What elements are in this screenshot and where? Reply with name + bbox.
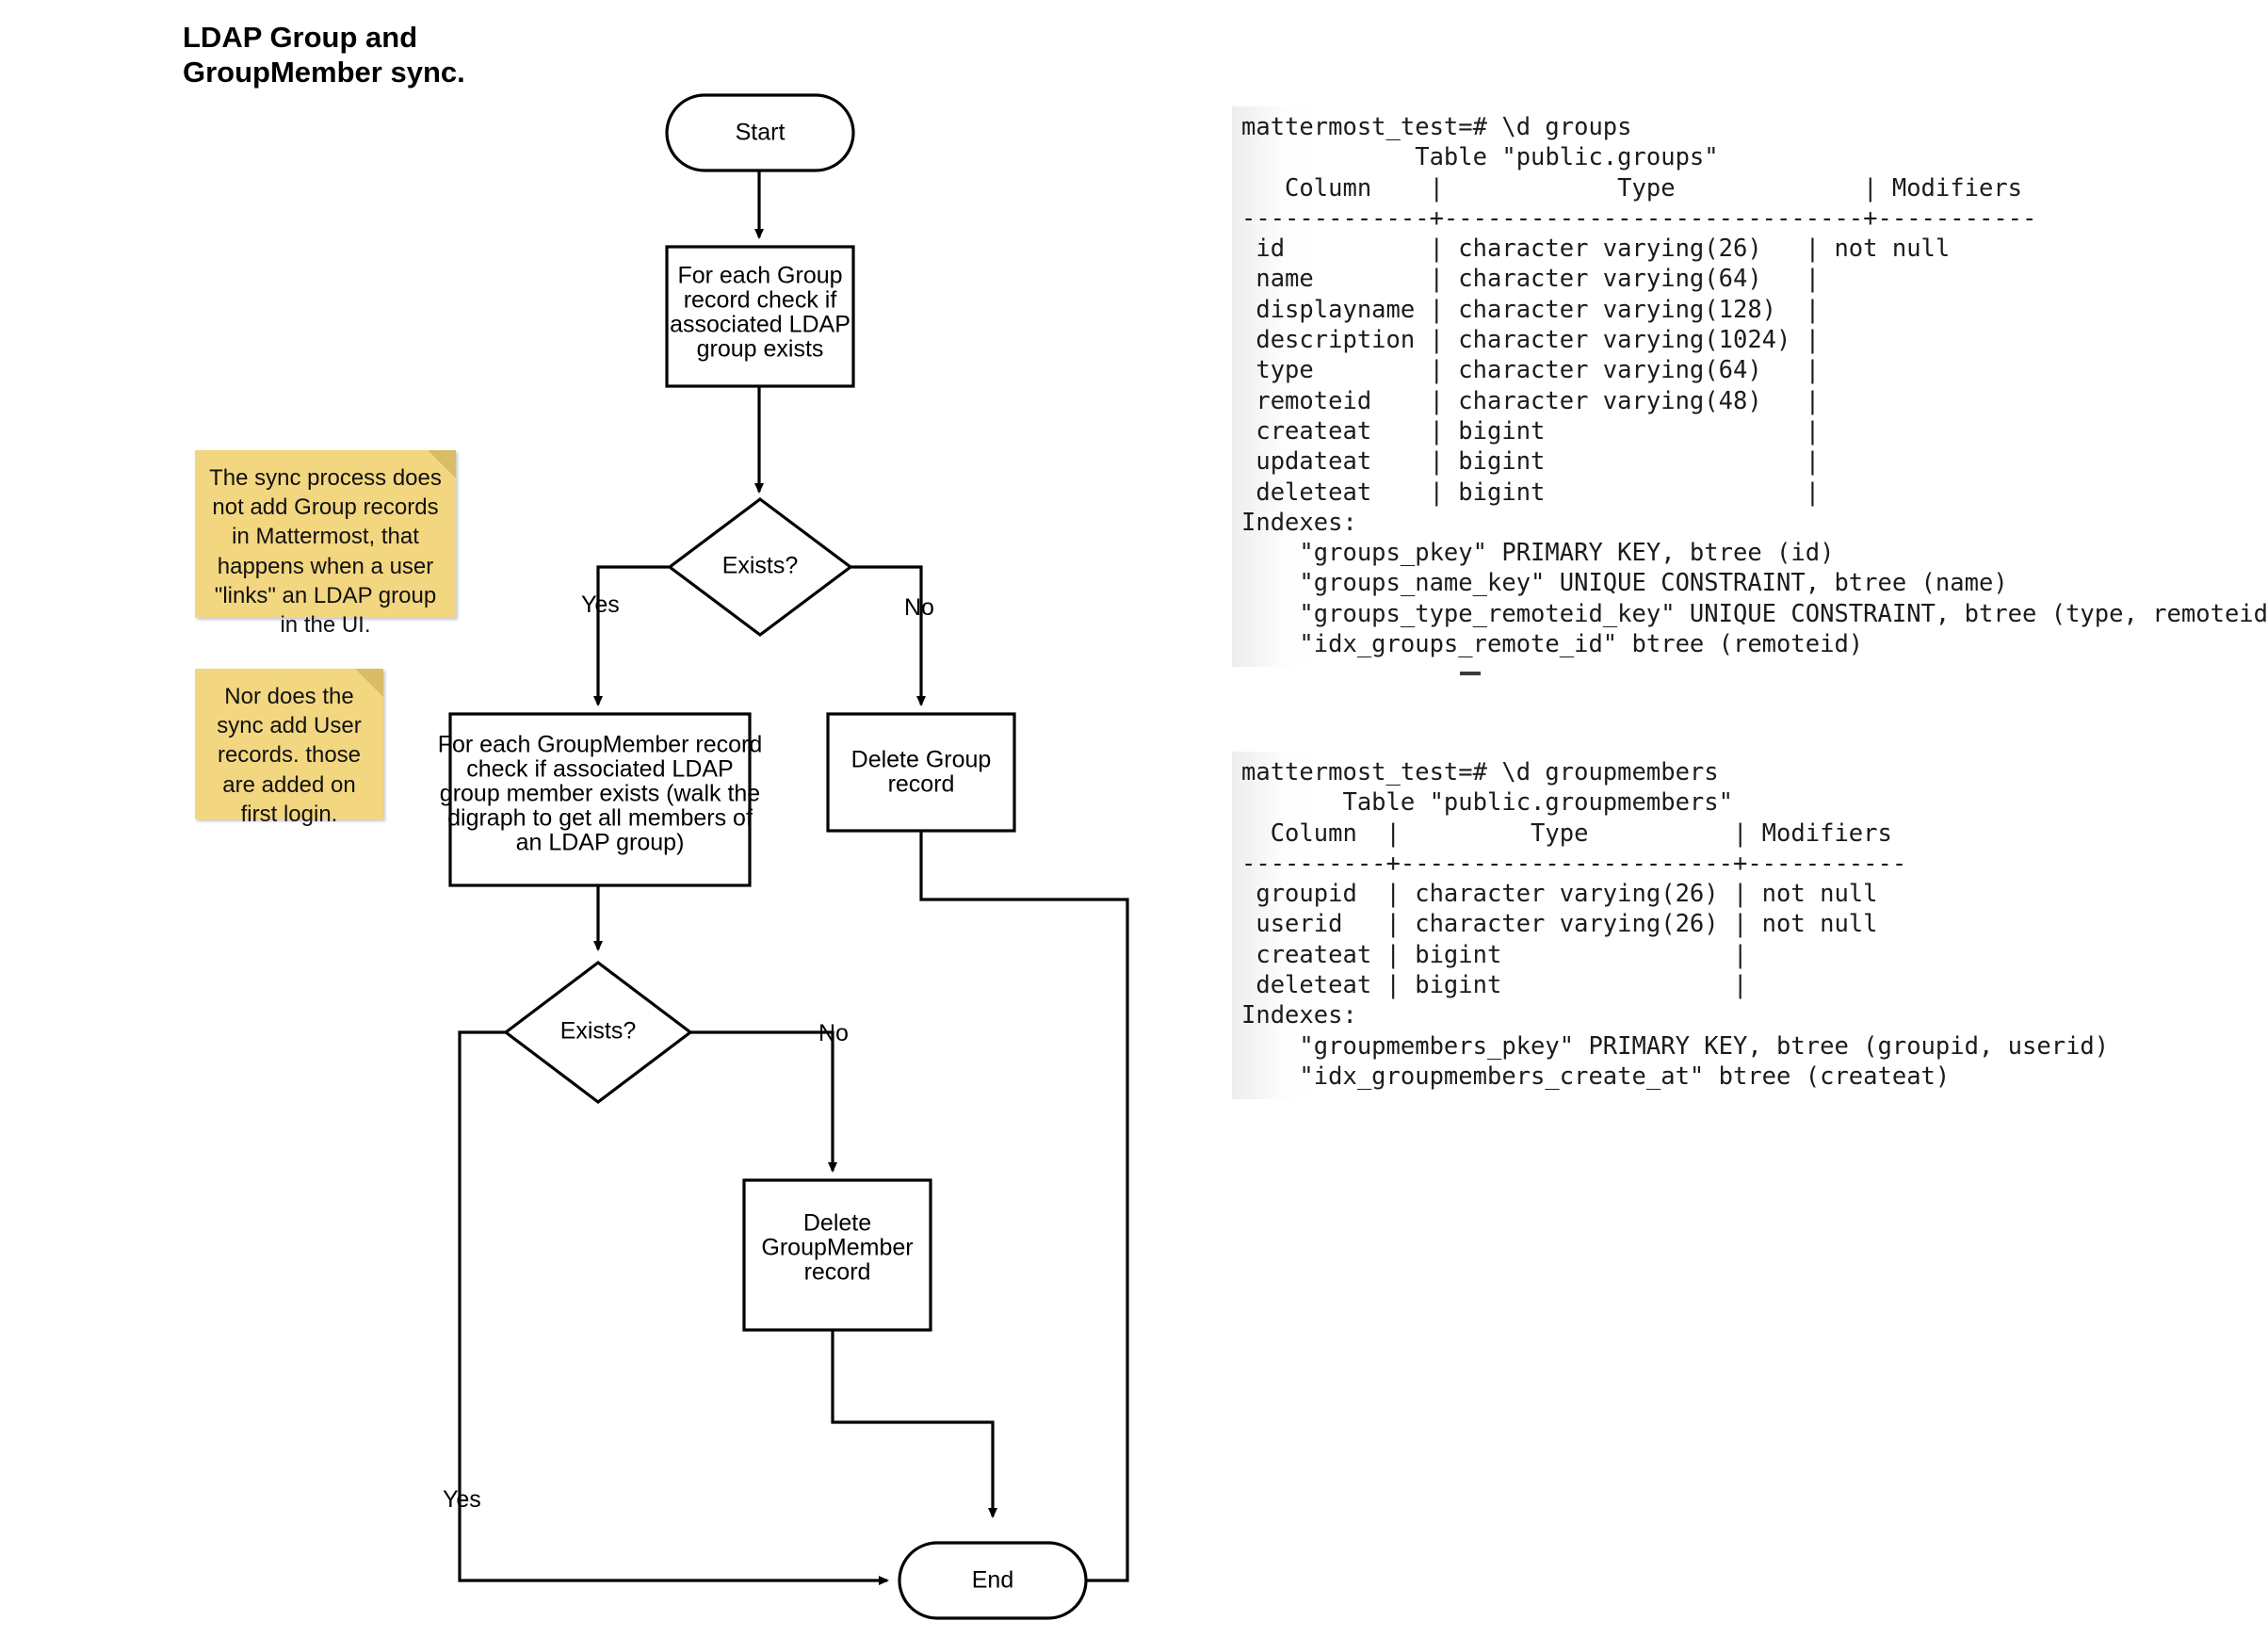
node-for-each-groupmember-line5: an LDAP group) (516, 830, 685, 856)
node-delete-groupmember[interactable]: Delete GroupMember record (742, 1178, 932, 1332)
node-for-each-group-line2: record check if (684, 287, 837, 314)
node-start[interactable]: Start (665, 93, 855, 172)
node-for-each-groupmember-line4: digraph to get all members of (447, 805, 753, 832)
node-delete-groupmember-line2: GroupMember (761, 1235, 913, 1261)
sticky-note-sync: The sync process does not add Group reco… (195, 450, 456, 638)
edge-label-group-yes: Yes (581, 592, 620, 618)
node-delete-group-line1: Delete Group (851, 747, 992, 773)
node-start-label: Start (736, 120, 786, 146)
terminal-output-groups: mattermost_test=# \d groups Table "publi… (1232, 106, 2268, 668)
node-delete-group-line2: record (888, 771, 955, 798)
sticky-note-sync-text: The sync process does not add Group reco… (209, 465, 442, 638)
terminal-output-groupmembers: mattermost_test=# \d groupmembers Table … (1232, 752, 2119, 1100)
edge-delete-group-to-end (919, 831, 1129, 1585)
node-exists-group-label: Exists? (722, 553, 799, 579)
node-for-each-groupmember[interactable]: For each GroupMember record check if ass… (438, 712, 763, 887)
node-for-each-group-line3: associated LDAP (670, 312, 850, 338)
note-fold-corner (355, 669, 383, 697)
edge-exists-group-no (850, 565, 926, 706)
edge-exists-member-yes (458, 1030, 889, 1585)
edge-exists-group-yes (593, 565, 669, 706)
edge-exists-member-no (690, 1030, 837, 1173)
note-fold-corner (428, 450, 456, 478)
node-delete-groupmember-line3: record (804, 1259, 871, 1286)
sticky-note-user-text: Nor does the sync add User records. thos… (217, 684, 362, 827)
node-for-each-groupmember-line2: check if associated LDAP (466, 756, 733, 783)
node-delete-groupmember-line1: Delete (803, 1210, 871, 1237)
node-exists-member[interactable]: Exists? (503, 960, 693, 1105)
flowchart-canvas: Start For each Group record check if ass… (438, 93, 1129, 1620)
node-for-each-group-line4: group exists (697, 336, 824, 363)
node-end[interactable]: End (898, 1541, 1088, 1620)
page-title: LDAP Group and GroupMember sync. (183, 21, 465, 89)
node-delete-group[interactable]: Delete Group record (826, 712, 1016, 833)
node-end-label: End (972, 1567, 1013, 1594)
node-for-each-group[interactable]: For each Group record check if associate… (665, 245, 855, 388)
edge-label-group-no: No (904, 594, 934, 621)
node-for-each-groupmember-line1: For each GroupMember record (438, 732, 763, 758)
edge-delete-groupmember-to-end (831, 1330, 997, 1518)
edge-label-member-no: No (818, 1020, 849, 1046)
edge-label-member-yes: Yes (443, 1486, 481, 1513)
node-for-each-group-line1: For each Group (677, 263, 842, 289)
sticky-note-user: Nor does the sync add User records. thos… (195, 669, 383, 827)
node-for-each-groupmember-line3: group member exists (walk the (440, 781, 760, 807)
node-exists-member-label: Exists? (560, 1018, 637, 1045)
terminal-cursor (1460, 672, 1481, 675)
node-exists-group[interactable]: Exists? (667, 497, 853, 637)
